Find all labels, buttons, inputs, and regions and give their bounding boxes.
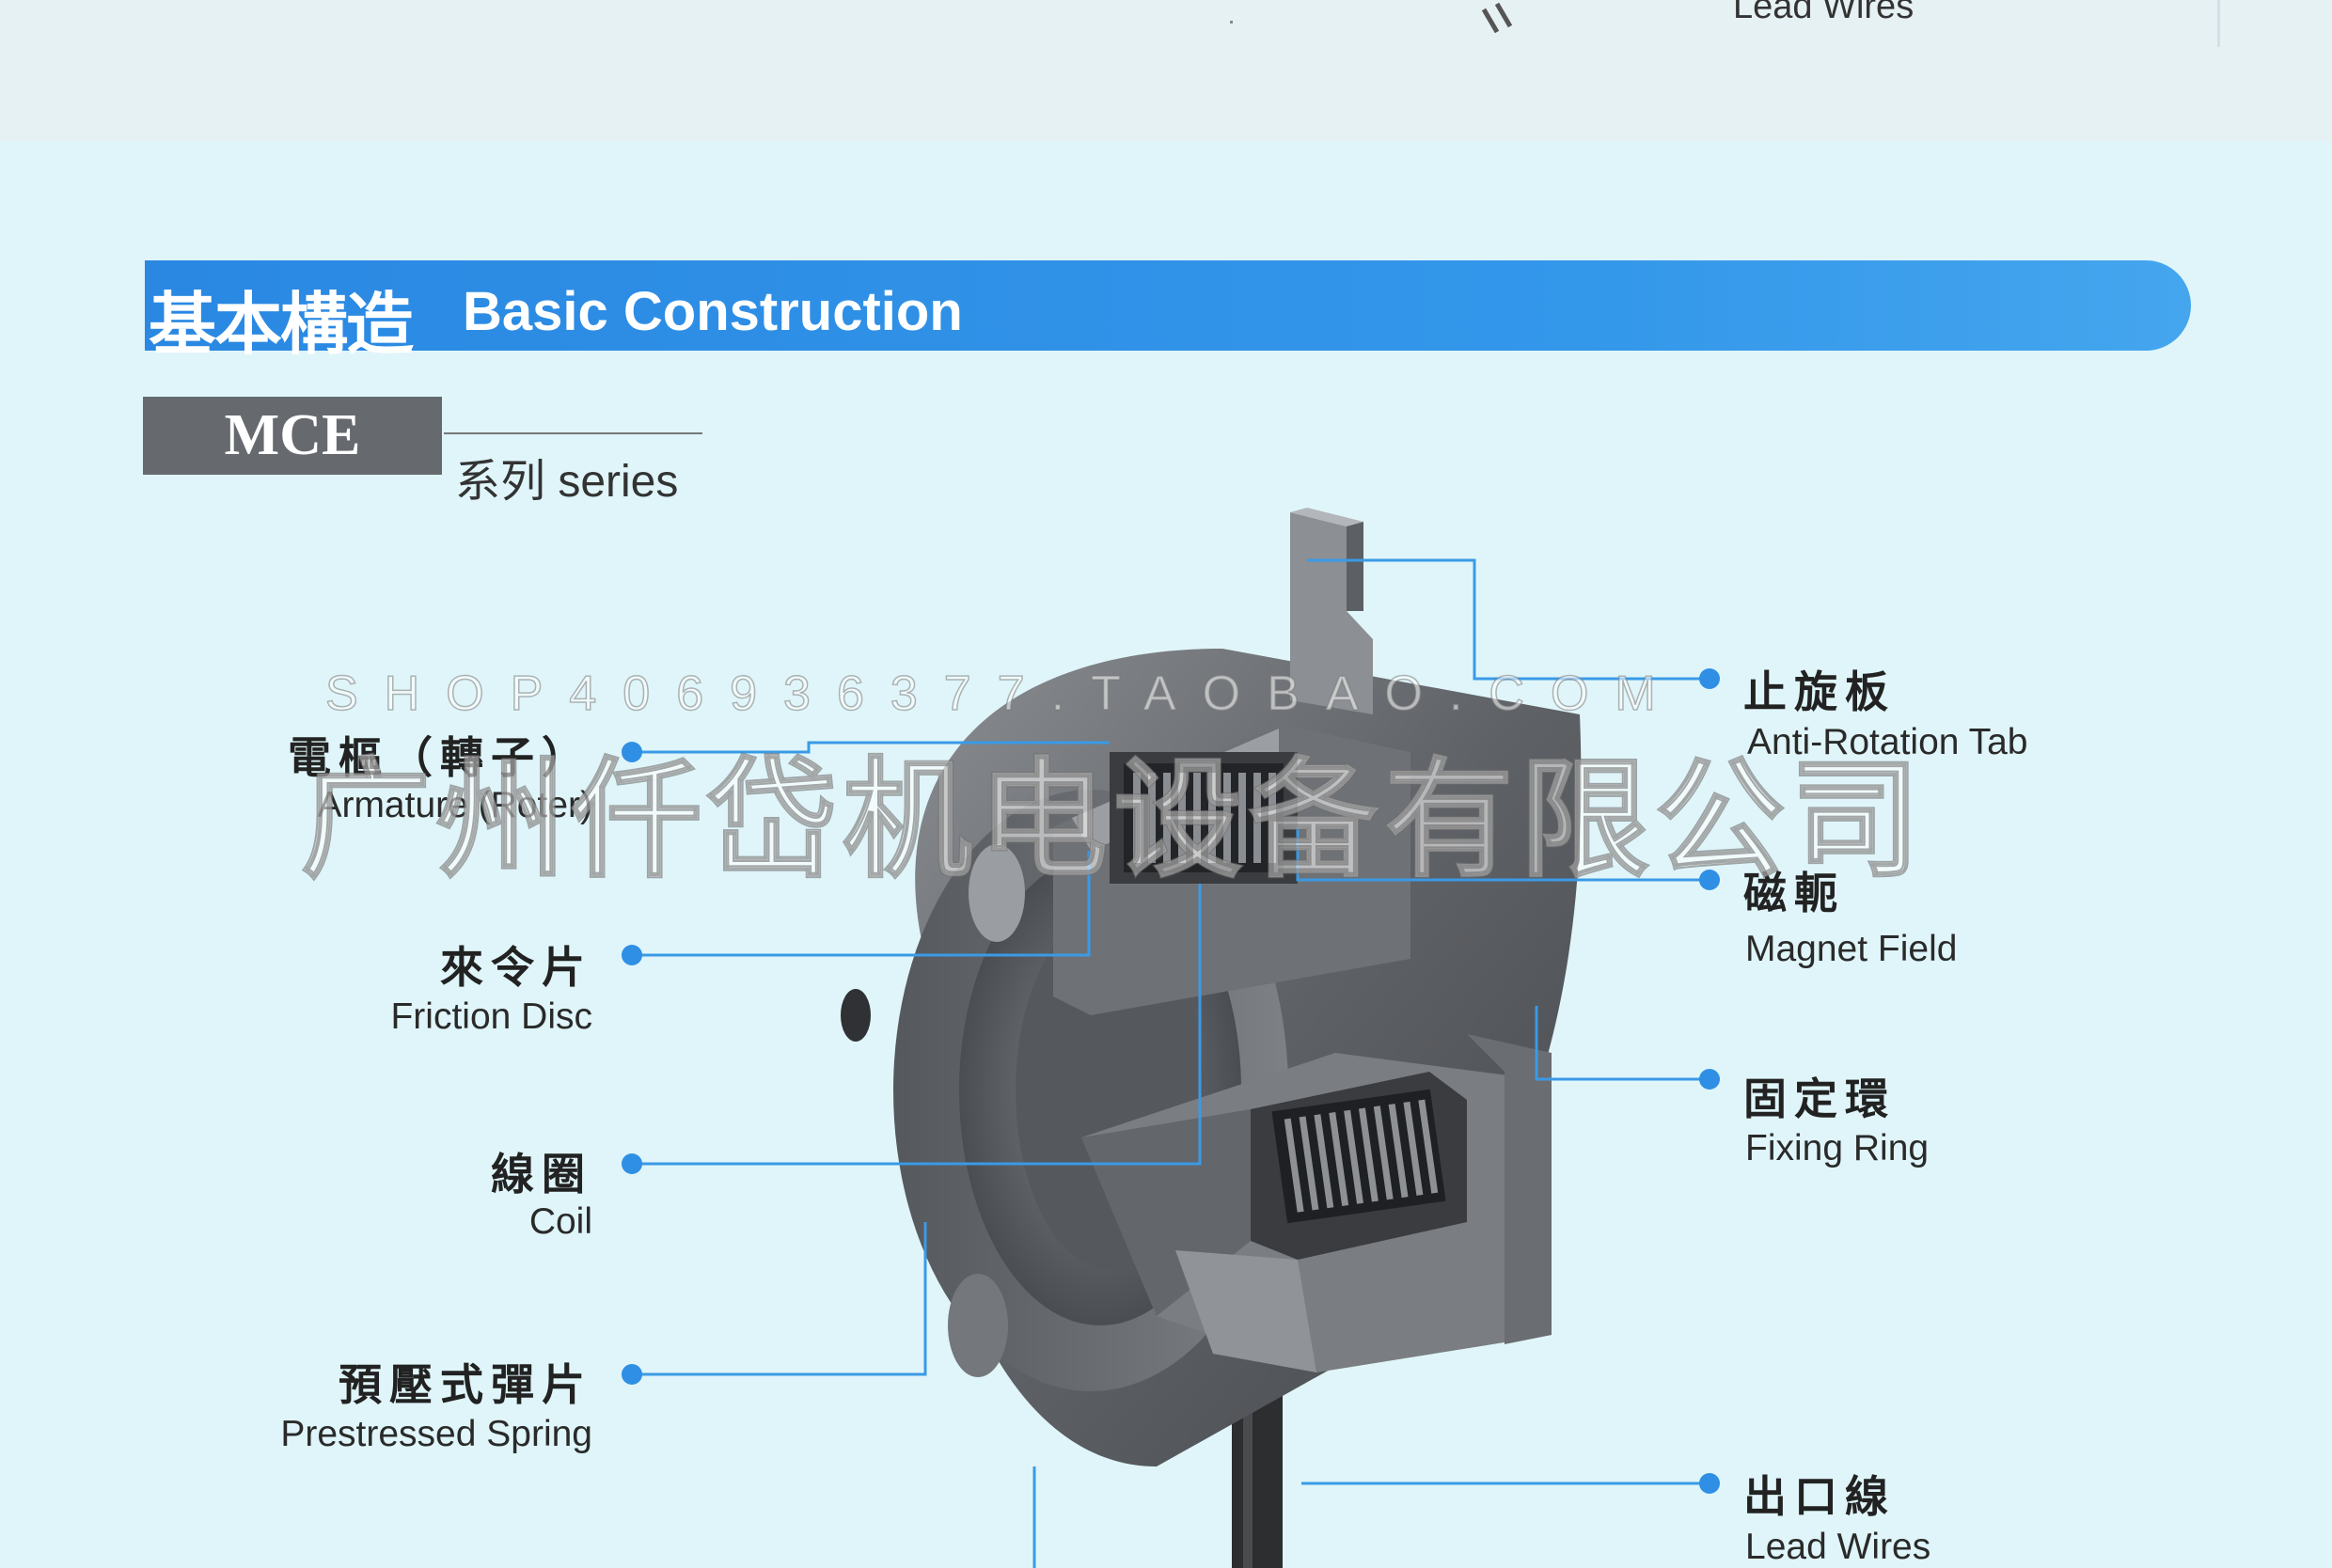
series-tag (143, 397, 442, 475)
top-lead-wires-label: Lead Wires (1733, 0, 1914, 26)
series-label: 系列 series (455, 457, 679, 507)
leader-lines-right (1032, 558, 1710, 1568)
spring-label-cn: 預壓式彈片 (339, 1360, 592, 1409)
section-banner (145, 260, 2191, 351)
armature-label-cn: 電樞（轉子） (288, 733, 592, 782)
friction-disc-label-en: Friction Disc (390, 996, 592, 1037)
company-watermark: 广州仟岱机电设备有限公司 (300, 747, 1927, 894)
strip-mark (1230, 21, 1233, 24)
section-title-en: Basic Construction (463, 281, 963, 342)
series-underline (444, 432, 702, 434)
leader-dots-right (1699, 668, 1720, 1494)
armature-section (1053, 724, 1410, 1015)
section-title-cn: 基本構造 (149, 288, 414, 363)
series-code: MCE (224, 403, 361, 467)
shop-watermark: SHOP406936377.TAOBAO.COM (324, 666, 1682, 722)
lead-wires-label-en: Lead Wires (1745, 1527, 1931, 1567)
coil-label-cn: 線圈 (491, 1150, 592, 1199)
strip-border (2217, 0, 2220, 47)
magnet-field-section (1081, 1034, 1552, 1372)
anti-rotation-tab (1290, 508, 1373, 714)
lead-wires-label-cn: 出口線 (1743, 1472, 1896, 1521)
previous-section-strip (0, 0, 2332, 141)
leader-dots-left (622, 742, 642, 1385)
lead-wire-fragment (1481, 2, 1513, 34)
armature-label-en: Armature (Roter) (317, 785, 592, 825)
friction-disc-label-cn: 來令片 (440, 943, 592, 992)
fixing-ring-label-en: Fixing Ring (1745, 1128, 1930, 1168)
magnet-field-label-en: Magnet Field (1745, 929, 1958, 969)
fixing-ring-label-cn: 固定環 (1743, 1074, 1896, 1123)
anti-rotation-label-cn: 止旋板 (1743, 667, 1896, 716)
magnet-field-label-cn: 磁軛 (1743, 869, 1845, 917)
spring-label-en: Prestressed Spring (280, 1414, 592, 1454)
leader-lines-left (632, 741, 1202, 1376)
anti-rotation-label-en: Anti-Rotation Tab (1747, 722, 2028, 762)
coil-label-en: Coil (528, 1201, 592, 1242)
